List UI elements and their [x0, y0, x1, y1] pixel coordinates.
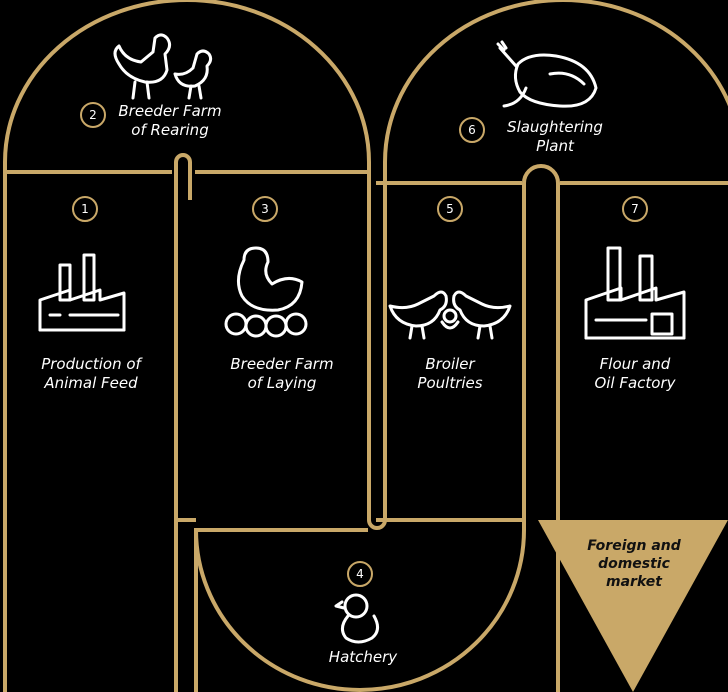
rooster-hen-icon [113, 33, 213, 100]
step-number-6: 6 [459, 117, 485, 143]
market-triangle [538, 520, 728, 692]
factory-icon [38, 253, 126, 332]
broiler-chickens-icon [388, 290, 512, 340]
chick-icon [334, 593, 379, 644]
step-number-5: 5 [437, 196, 463, 222]
step-number-1: 1 [72, 196, 98, 222]
factory-icon [584, 246, 686, 340]
step-number-3: 3 [252, 196, 278, 222]
step-label-4: Hatchery [328, 648, 398, 666]
step-number-7: 7 [622, 196, 648, 222]
hen-eggs-icon [224, 246, 308, 338]
roast-chicken-icon [496, 40, 598, 108]
step-number-4: 4 [347, 561, 373, 587]
step-number-2: 2 [80, 102, 106, 128]
